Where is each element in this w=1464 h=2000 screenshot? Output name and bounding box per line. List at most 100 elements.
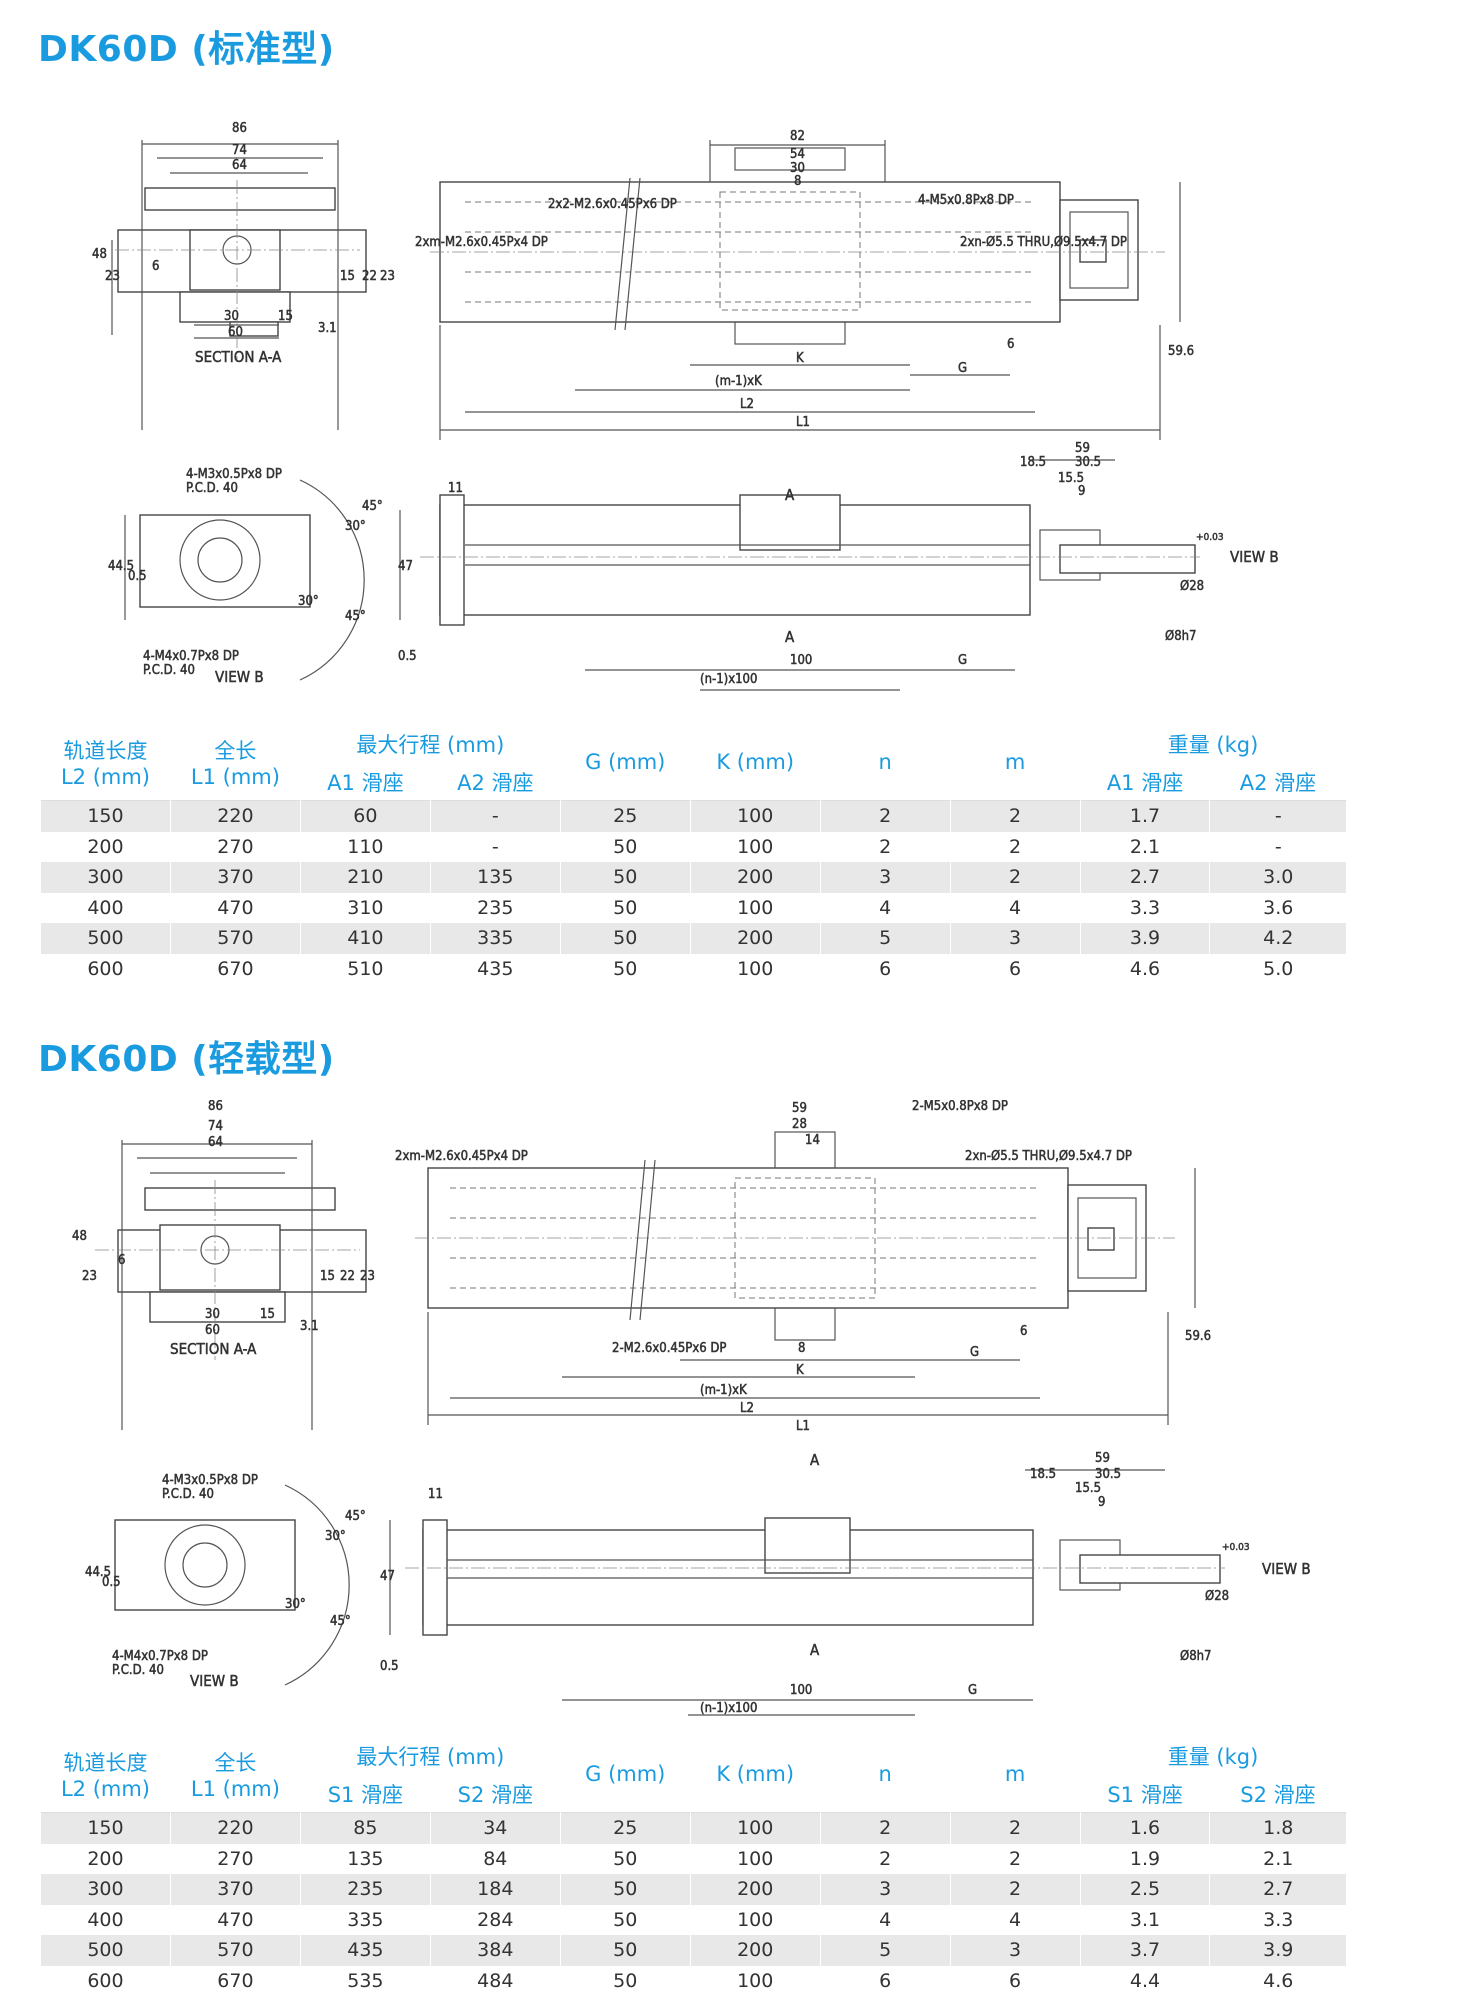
table-cell: 50 [559, 892, 691, 923]
dim-15-light: 15 [320, 1269, 335, 1284]
view-b: 4-M3x0.5Px8 DP P.C.D. 40 4-M4x0.7Px8 DP … [108, 467, 383, 687]
header-stroke-a-light: S1 滑座 [300, 1776, 431, 1813]
table-cell: 3.1 [1079, 1904, 1210, 1935]
callout-pcd1-light: P.C.D. 40 [162, 1487, 214, 1502]
table-cell: 500 [40, 923, 171, 954]
dim-n-100-light: (n-1)x100 [700, 1701, 757, 1716]
view-b-label-light: VIEW B [190, 1672, 239, 1690]
dim-6-light: 6 [118, 1253, 125, 1268]
dim-l2-light: L2 [740, 1401, 754, 1416]
dim-44-5: 44.5 [108, 559, 134, 574]
dim-8-light: 8 [798, 1341, 805, 1356]
header-max-stroke: 最大行程 (mm) [300, 724, 561, 764]
dim-45-light: 45° [345, 1509, 366, 1524]
callout-hole4-light: 2xn-Ø5.5 THRU,Ø9.5x4.7 DP [965, 1149, 1132, 1164]
dim-l2: L2 [740, 397, 754, 412]
header-m: m [950, 724, 1081, 801]
table-cell: 210 [299, 862, 431, 893]
dim-47: 47 [398, 559, 413, 574]
header-weight-light: 重量 (kg) [1080, 1736, 1346, 1776]
dim-g2-light: G [968, 1683, 977, 1698]
table-cell: 2 [949, 1812, 1081, 1844]
callout-hole1: 2x2-M2.6x0.45Px6 DP [548, 197, 677, 212]
top-view: 82 54 30 8 2x2-M2.6x0.45Px6 DP 4-M5x0.8P… [415, 129, 1194, 440]
table-cell: 50 [559, 1904, 691, 1935]
table-cell: 84 [429, 1843, 561, 1874]
header-weight: 重量 (kg) [1080, 724, 1346, 764]
view-b-light: 4-M3x0.5Px8 DP P.C.D. 40 4-M4x0.7Px8 DP … [85, 1473, 366, 1691]
table-cell: 100 [689, 1843, 821, 1874]
header-stroke-a: A1 滑座 [300, 764, 431, 801]
header-weight-a-light: S1 滑座 [1080, 1776, 1210, 1813]
dim-g2: G [958, 653, 967, 668]
table-cell: 1.6 [1079, 1812, 1210, 1844]
dim-45: 45° [362, 499, 383, 514]
table-cell: 2 [819, 1812, 951, 1844]
callout-hole2-light: 2-M5x0.8Px8 DP [912, 1100, 1008, 1114]
dim-l1: L1 [796, 415, 810, 430]
dim-86-light: 86 [208, 1100, 223, 1114]
dim-59-6-light: 59.6 [1185, 1329, 1211, 1344]
header-weight-b: A2 滑座 [1209, 764, 1346, 801]
dim-6: 6 [152, 259, 159, 274]
table-cell: 535 [299, 1965, 431, 1996]
table-cell: 270 [169, 831, 301, 862]
section-mark-a-light: A [810, 1451, 820, 1469]
table-cell: 1.8 [1209, 1812, 1346, 1844]
callout-pcd2: P.C.D. 40 [143, 663, 195, 678]
table-cell: 200 [689, 862, 821, 893]
dim-k-light: K [796, 1363, 804, 1378]
table-cell: 2.1 [1079, 831, 1210, 862]
dim-54: 54 [790, 147, 805, 162]
table-cell: 400 [40, 1904, 171, 1935]
dim-18-5: 18.5 [1020, 455, 1046, 470]
table-cell: 484 [429, 1965, 561, 1996]
table-cell: 510 [299, 953, 431, 984]
table-cell: 600 [40, 1965, 171, 1996]
table-cell: 6 [949, 1965, 1081, 1996]
header-weight-a: A1 滑座 [1080, 764, 1210, 801]
header-k-light: K (mm) [690, 1736, 821, 1813]
table-cell: 34 [429, 1812, 561, 1844]
dim-k: K [796, 351, 804, 366]
table-cell: 2 [949, 1874, 1081, 1905]
table-cell: 25 [559, 800, 691, 832]
table-cell: 4 [819, 892, 951, 923]
table-cell: 4 [949, 1904, 1081, 1935]
table-cell: 4 [819, 1904, 951, 1935]
table-cell: 100 [689, 1904, 821, 1935]
table-cell: 135 [429, 862, 561, 893]
dim-30-light: 30 [205, 1307, 220, 1322]
table-cell: 50 [559, 1965, 691, 1996]
table-cell: 3 [819, 862, 951, 893]
dim-30deg-light: 30° [325, 1529, 346, 1544]
table-cell: 5 [819, 1935, 951, 1966]
dim-23: 23 [105, 269, 120, 284]
dim-9: 9 [1078, 484, 1085, 499]
table-cell: 470 [169, 892, 301, 923]
table-cell: 435 [299, 1935, 431, 1966]
table-cell: 220 [169, 800, 301, 832]
table-cell: 50 [559, 831, 691, 862]
table-cell: 200 [40, 1843, 171, 1874]
dim-47-light: 47 [380, 1569, 395, 1584]
dim-18-5-light: 18.5 [1030, 1467, 1056, 1482]
section-mark-a2-light: A [810, 1641, 820, 1659]
dim-86: 86 [232, 121, 247, 136]
header-k: K (mm) [690, 724, 821, 801]
table-cell: 5 [819, 923, 951, 954]
header-stroke-b-light: S2 滑座 [430, 1776, 561, 1813]
table-cell: 370 [169, 862, 301, 893]
table-cell: 2.1 [1209, 1843, 1346, 1874]
callout-m4-light: 4-M4x0.7Px8 DP [112, 1649, 208, 1664]
